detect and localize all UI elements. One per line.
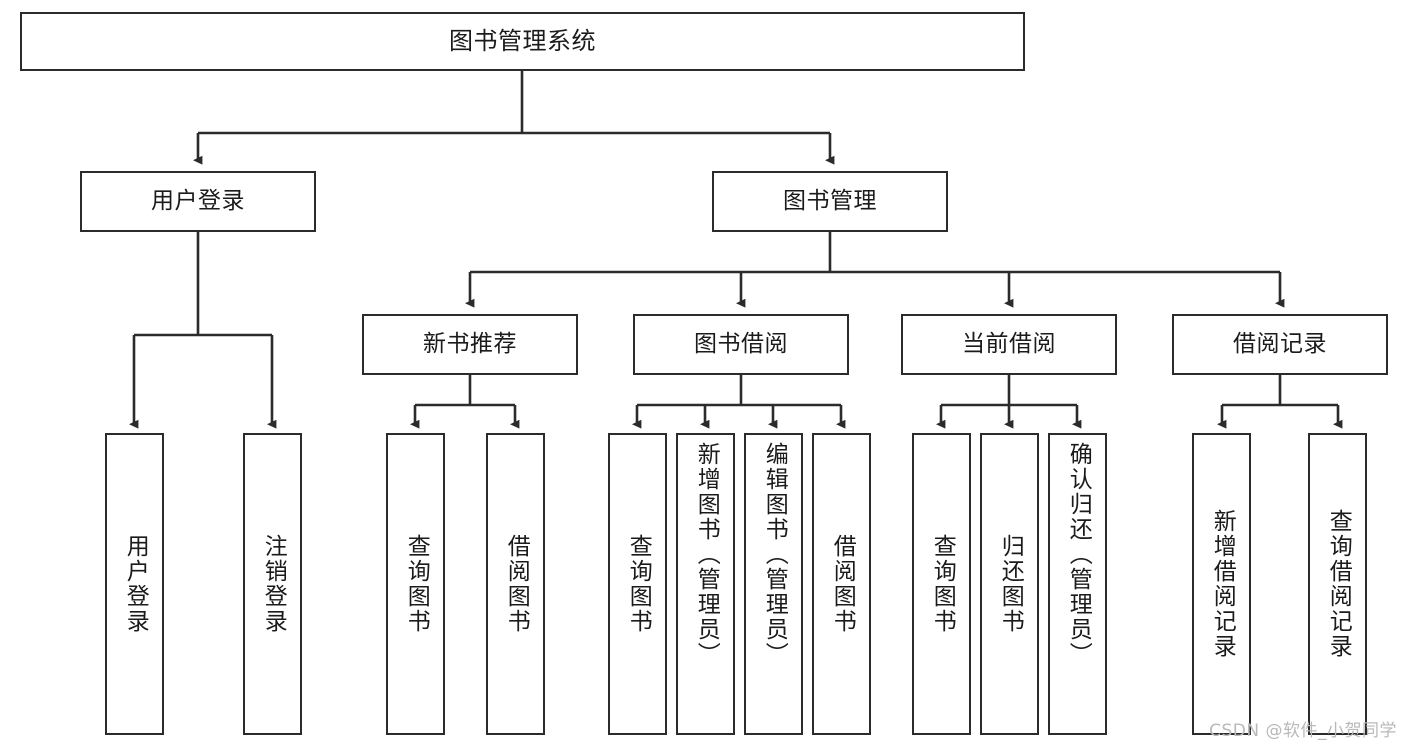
node-label: 查询图书: [403, 534, 430, 634]
node-label: 查询借阅记录: [1325, 509, 1352, 659]
node-label: 注销登录: [260, 534, 287, 634]
node-label: 借阅图书: [829, 534, 856, 634]
leaf-query-borrow-record[interactable]: 查询借阅记录: [1308, 433, 1367, 735]
leaf-edit-book-admin[interactable]: 编辑图书（管理员）: [744, 433, 803, 735]
node-book-borrow[interactable]: 图书借阅: [633, 314, 849, 375]
node-user-login[interactable]: 用户登录: [80, 171, 316, 232]
leaf-user-login[interactable]: 用户登录: [105, 433, 164, 735]
node-label: 借阅记录: [1233, 330, 1327, 357]
leaf-confirm-return-admin[interactable]: 确认归还（管理员）: [1048, 433, 1107, 735]
leaf-query-book-recommendation[interactable]: 查询图书: [386, 433, 445, 735]
node-label: 确认归还（管理员）: [1065, 442, 1092, 667]
node-label: 借阅图书: [503, 534, 530, 634]
node-label: 查询图书: [929, 534, 956, 634]
leaf-add-borrow-record[interactable]: 新增借阅记录: [1192, 433, 1251, 735]
leaf-borrow-book-recommendation[interactable]: 借阅图书: [486, 433, 545, 735]
node-label: 新增图书（管理员）: [693, 442, 720, 667]
node-label: 图书借阅: [694, 330, 788, 357]
node-label: 新增借阅记录: [1209, 509, 1236, 659]
leaf-borrow-book[interactable]: 借阅图书: [812, 433, 871, 735]
leaf-logout[interactable]: 注销登录: [243, 433, 302, 735]
node-label: 新书推荐: [423, 330, 517, 357]
node-current-borrow[interactable]: 当前借阅: [901, 314, 1117, 375]
node-label: 用户登录: [122, 534, 149, 634]
node-label: 用户登录: [151, 187, 245, 214]
leaf-add-book-admin[interactable]: 新增图书（管理员）: [676, 433, 735, 735]
node-label: 当前借阅: [962, 330, 1056, 357]
leaf-query-book-current[interactable]: 查询图书: [912, 433, 971, 735]
node-borrow-record[interactable]: 借阅记录: [1172, 314, 1388, 375]
node-label: 编辑图书（管理员）: [761, 442, 788, 667]
node-root-book-management-system[interactable]: 图书管理系统: [20, 12, 1025, 71]
node-new-book-recommendation[interactable]: 新书推荐: [362, 314, 578, 375]
leaf-return-book[interactable]: 归还图书: [980, 433, 1039, 735]
csdn-watermark: CSDN @软件_小贺同学: [1209, 721, 1397, 741]
node-label: 查询图书: [625, 534, 652, 634]
leaf-query-book-borrow[interactable]: 查询图书: [608, 433, 667, 735]
node-book-management[interactable]: 图书管理: [712, 171, 948, 232]
node-label: 图书管理: [783, 187, 877, 214]
node-label: 图书管理系统: [449, 27, 596, 56]
node-label: 归还图书: [997, 534, 1024, 634]
